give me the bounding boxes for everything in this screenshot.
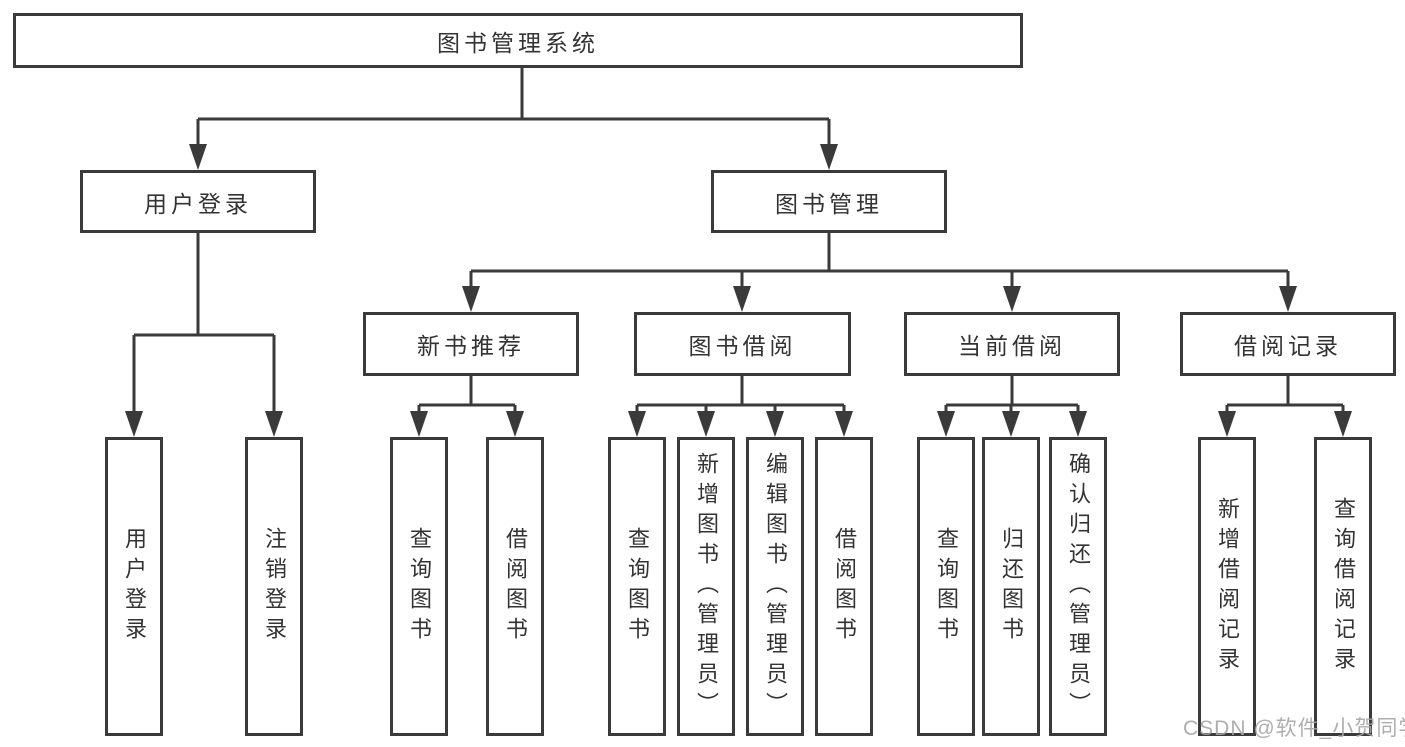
leaf-return-books-label: 归还图书 xyxy=(999,526,1024,647)
node-current-borrowing-label: 当前借阅 xyxy=(958,333,1066,359)
leaf-query-books-borrowing: 查询图书 xyxy=(608,437,666,736)
node-book-borrowing: 图书借阅 xyxy=(634,312,851,376)
leaf-query-books-borrowing-label: 查询图书 xyxy=(625,526,650,647)
leaf-borrow-books-recommend-label: 借阅图书 xyxy=(503,526,528,647)
leaf-confirm-return-admin-label: 确认归还（管理员） xyxy=(1066,451,1091,722)
leaf-edit-book-admin-label: 编辑图书（管理员） xyxy=(763,451,788,722)
node-user-login-label: 用户登录 xyxy=(144,190,252,217)
node-current-borrowing: 当前借阅 xyxy=(904,312,1120,376)
leaf-add-book-admin: 新增图书（管理员） xyxy=(677,437,735,736)
node-new-book-recommendation: 新书推荐 xyxy=(363,312,579,376)
leaf-query-books-current-label: 查询图书 xyxy=(934,526,959,647)
csdn-watermark: CSDN @软件_小贺同学 xyxy=(1183,717,1405,740)
leaf-user-login: 用户登录 xyxy=(105,437,163,736)
leaf-add-borrow-record-label: 新增借阅记录 xyxy=(1215,496,1240,677)
leaf-confirm-return-admin: 确认归还（管理员） xyxy=(1049,437,1107,736)
leaf-borrow-books-borrowing: 借阅图书 xyxy=(815,437,873,736)
leaf-logout-label: 注销登录 xyxy=(262,526,287,647)
node-borrowing-records-label: 借阅记录 xyxy=(1234,333,1342,359)
leaf-query-borrow-record-label: 查询借阅记录 xyxy=(1331,496,1356,677)
leaf-return-books: 归还图书 xyxy=(982,437,1040,736)
node-borrowing-records: 借阅记录 xyxy=(1180,312,1396,376)
leaf-query-borrow-record: 查询借阅记录 xyxy=(1314,437,1372,736)
node-library-system-label: 图书管理系统 xyxy=(437,29,599,56)
node-new-book-recommendation-label: 新书推荐 xyxy=(417,333,525,359)
leaf-borrow-books-recommend: 借阅图书 xyxy=(486,437,544,736)
leaf-query-books-recommend-label: 查询图书 xyxy=(407,526,432,647)
node-book-borrowing-label: 图书借阅 xyxy=(688,333,797,359)
leaf-query-books-current: 查询图书 xyxy=(917,437,975,736)
leaf-add-book-admin-label: 新增图书（管理员） xyxy=(694,451,719,722)
node-book-management: 图书管理 xyxy=(711,170,947,233)
node-book-management-label: 图书管理 xyxy=(775,190,883,217)
node-library-system: 图书管理系统 xyxy=(13,13,1023,68)
arrowheads xyxy=(125,144,1352,437)
node-user-login: 用户登录 xyxy=(80,170,316,233)
leaf-user-login-label: 用户登录 xyxy=(122,526,147,647)
leaf-edit-book-admin: 编辑图书（管理员） xyxy=(746,437,804,736)
leaf-logout: 注销登录 xyxy=(245,437,303,736)
leaf-borrow-books-borrowing-label: 借阅图书 xyxy=(832,526,857,647)
leaf-query-books-recommend: 查询图书 xyxy=(390,437,448,736)
leaf-add-borrow-record: 新增借阅记录 xyxy=(1198,437,1256,736)
